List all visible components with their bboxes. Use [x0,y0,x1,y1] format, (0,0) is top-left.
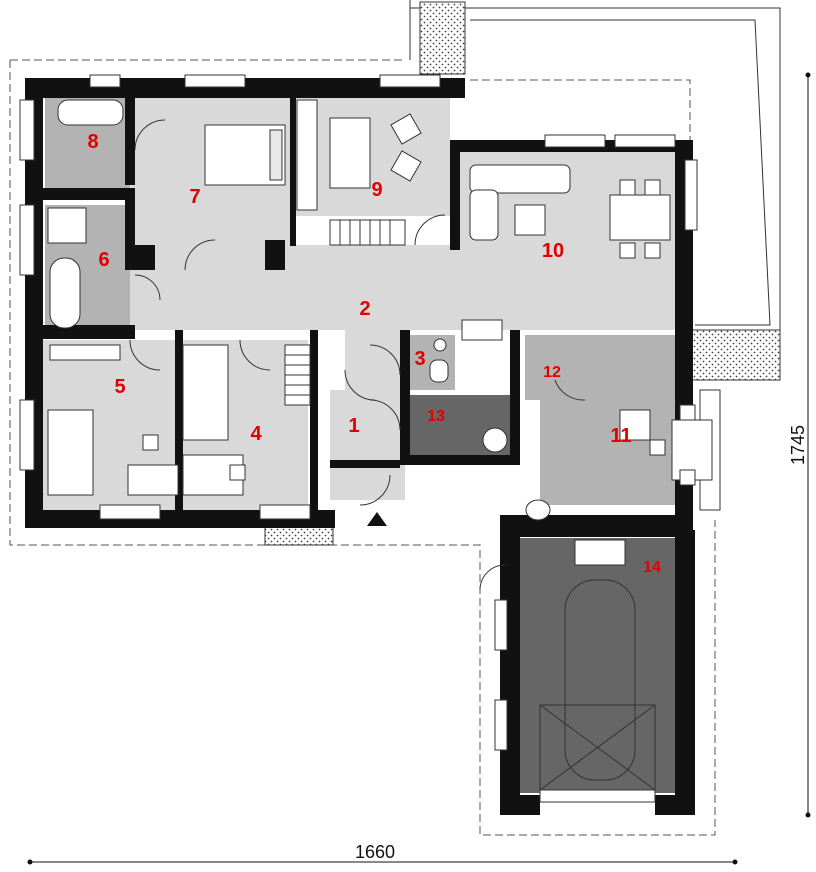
hatch-garage-bottom [539,704,656,791]
dining-table-10 [609,194,671,241]
stairs [49,219,406,406]
room-label-8: 8 [87,131,98,153]
floor-vestibule-1 [330,390,405,500]
room-label-13: 13 [427,408,445,425]
shower-6 [47,207,87,244]
dimensions [27,72,811,865]
terrace-outline [409,0,781,330]
room-label-9: 9 [371,179,382,201]
fireplace [461,319,503,341]
washer [525,499,551,521]
planter-right [691,329,781,381]
roof-outline [9,59,716,836]
chair-4 [229,464,246,481]
armchair-9b [390,150,422,182]
bed-5 [47,409,94,496]
room-labels: 1 2 3 4 5 6 7 8 9 10 11 12 13 14 [87,131,661,576]
wc-3 [429,359,449,383]
bed-4 [182,344,229,441]
room-label-4: 4 [250,423,262,445]
boiler-circle [482,427,508,453]
doors [129,119,586,591]
armchair-9a [390,113,422,145]
sofa-10-back [469,164,571,194]
room-label-11: 11 [610,425,631,447]
room-label-10: 10 [542,240,564,262]
wardrobe-9 [296,99,318,211]
desk-5 [127,464,179,496]
depth-dimension-label: 1745 [788,425,808,465]
hatch-garage [574,539,626,566]
floor-hall-lower [345,330,405,390]
room-label-3: 3 [414,348,425,370]
entrance-arrow-icon [367,512,387,526]
bathtub-6 [49,257,81,329]
sofa-10-side [469,189,499,241]
bathtub-8 [57,99,124,126]
floor-pantry-12 [525,335,580,400]
room-label-14: 14 [643,559,661,576]
room-label-12: 12 [543,364,561,381]
width-dimension-label: 1660 [355,842,395,862]
room-label-2: 2 [359,298,370,320]
room-label-6: 6 [98,249,109,271]
floor-wc-3 [405,335,455,390]
furniture [47,99,713,791]
coffee-table-10 [514,204,546,236]
kitchen-island [619,409,651,441]
car [564,579,636,781]
room-label-5: 5 [114,376,125,398]
chair-5 [142,434,159,451]
desk-9 [329,117,371,189]
planter-top [419,1,466,75]
floor-garage-14 [520,538,675,793]
floors [40,98,680,793]
floor-hall [130,245,675,330]
room-label-1: 1 [348,415,359,437]
room-label-7: 7 [189,186,200,208]
